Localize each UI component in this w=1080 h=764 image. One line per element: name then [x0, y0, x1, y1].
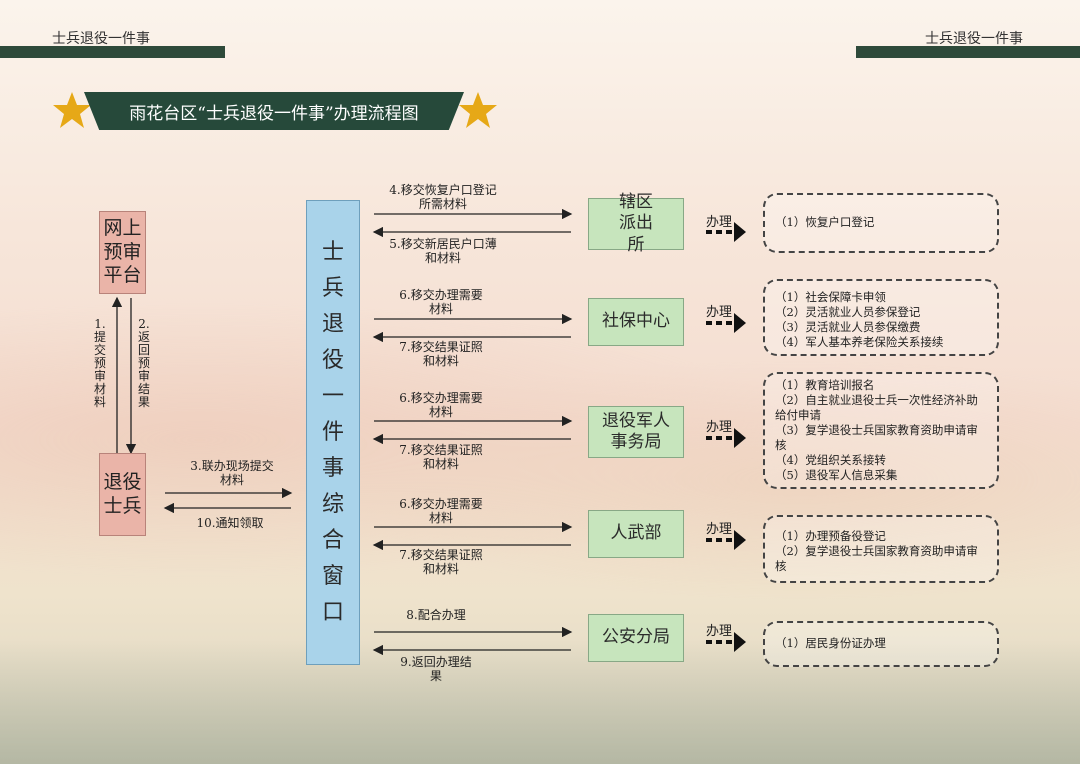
edge-label-7b: 7.移交结果证照和材料	[399, 443, 483, 471]
result-item: （1）居民身份证办理	[775, 636, 886, 650]
star-icon-right	[459, 92, 497, 128]
social-security-center: 社保中心	[588, 298, 684, 346]
result-box-police: （1）恢复户口登记	[763, 193, 999, 253]
result-item: （1）恢复户口登记	[775, 215, 875, 229]
edge-label-return-review: 2.返回预审结果	[138, 317, 151, 409]
result-item: （3）复学退役士兵国家教育资助申请审核	[775, 423, 978, 452]
result-item: （2）灵活就业人员参保登记	[775, 305, 921, 319]
result-item: （5）退役军人信息采集	[775, 468, 898, 482]
result-item: （1）办理预备役登记	[775, 529, 886, 543]
header-left-bar	[0, 46, 225, 58]
background-soldiers-scene	[0, 640, 1080, 764]
edge-label-6a: 6.移交办理需要材料	[399, 288, 483, 316]
header-left-text: 士兵退役一件事	[52, 31, 150, 47]
result-box-public: （1）居民身份证办理	[763, 621, 999, 667]
result-item: （2）自主就业退役士兵一次性经济补助给付申请	[775, 393, 978, 422]
result-item: （1）社会保障卡申领	[775, 290, 886, 304]
handle-label-5: 办理	[706, 624, 733, 639]
edge-label-6b: 6.移交办理需要材料	[399, 391, 483, 419]
online-review-platform: 网上预审平台	[99, 211, 146, 294]
edge-label-7c: 7.移交结果证照和材料	[399, 548, 483, 576]
edge-label-7a: 7.移交结果证照和材料	[399, 340, 483, 368]
police-station: 辖区派出所	[588, 192, 684, 255]
star-icon-left	[53, 92, 91, 128]
result-item: （4）党组织关系接转	[775, 453, 886, 467]
page-title: 雨花台区“士兵退役一件事”办理流程图	[84, 92, 464, 130]
result-box-social: （1）社会保障卡申领 （2）灵活就业人员参保登记 （3）灵活就业人员参保缴费 （…	[763, 279, 999, 356]
result-item: （1）教育培训报名	[775, 378, 875, 392]
background-hills	[0, 180, 1080, 600]
edge-label-5: 5.移交新居民户口薄和材料	[389, 237, 497, 265]
handle-label-3: 办理	[706, 420, 733, 435]
handle-label-1: 办理	[706, 215, 733, 230]
result-item: （4）军人基本养老保险关系接续	[775, 335, 944, 349]
result-item: （3）灵活就业人员参保缴费	[775, 320, 921, 334]
handle-label-4: 办理	[706, 522, 733, 537]
result-box-veterans: （1）教育培训报名 （2）自主就业退役士兵一次性经济补助给付申请 （3）复学退役…	[763, 372, 999, 489]
result-item: （2）复学退役士兵国家教育资助申请审核	[775, 544, 978, 573]
edge-label-notify: 10.通知领取	[196, 516, 264, 530]
public-security-bureau: 公安分局	[588, 614, 684, 662]
edge-label-6c: 6.移交办理需要材料	[399, 497, 483, 525]
handle-label-2: 办理	[706, 305, 733, 320]
edge-label-submit-onsite: 3.联办现场提交材料	[190, 459, 274, 487]
edge-label-submit-review: 1.提交预审材料	[94, 317, 107, 409]
header-right-bar	[856, 46, 1080, 58]
edge-label-9: 9.返回办理结果	[400, 655, 472, 683]
edge-label-4: 4.移交恢复户口登记所需材料	[389, 183, 497, 211]
edge-label-8: 8.配合办理	[406, 608, 466, 622]
result-box-armed: （1）办理预备役登记 （2）复学退役士兵国家教育资助申请审核	[763, 515, 999, 583]
veteran-soldier: 退役士兵	[99, 453, 146, 536]
comprehensive-window: 士兵退役一件事综合窗口	[306, 200, 360, 665]
header-right-text: 士兵退役一件事	[925, 31, 1023, 47]
veterans-affairs-bureau: 退役军人事务局	[588, 406, 684, 458]
armed-forces-department: 人武部	[588, 510, 684, 558]
